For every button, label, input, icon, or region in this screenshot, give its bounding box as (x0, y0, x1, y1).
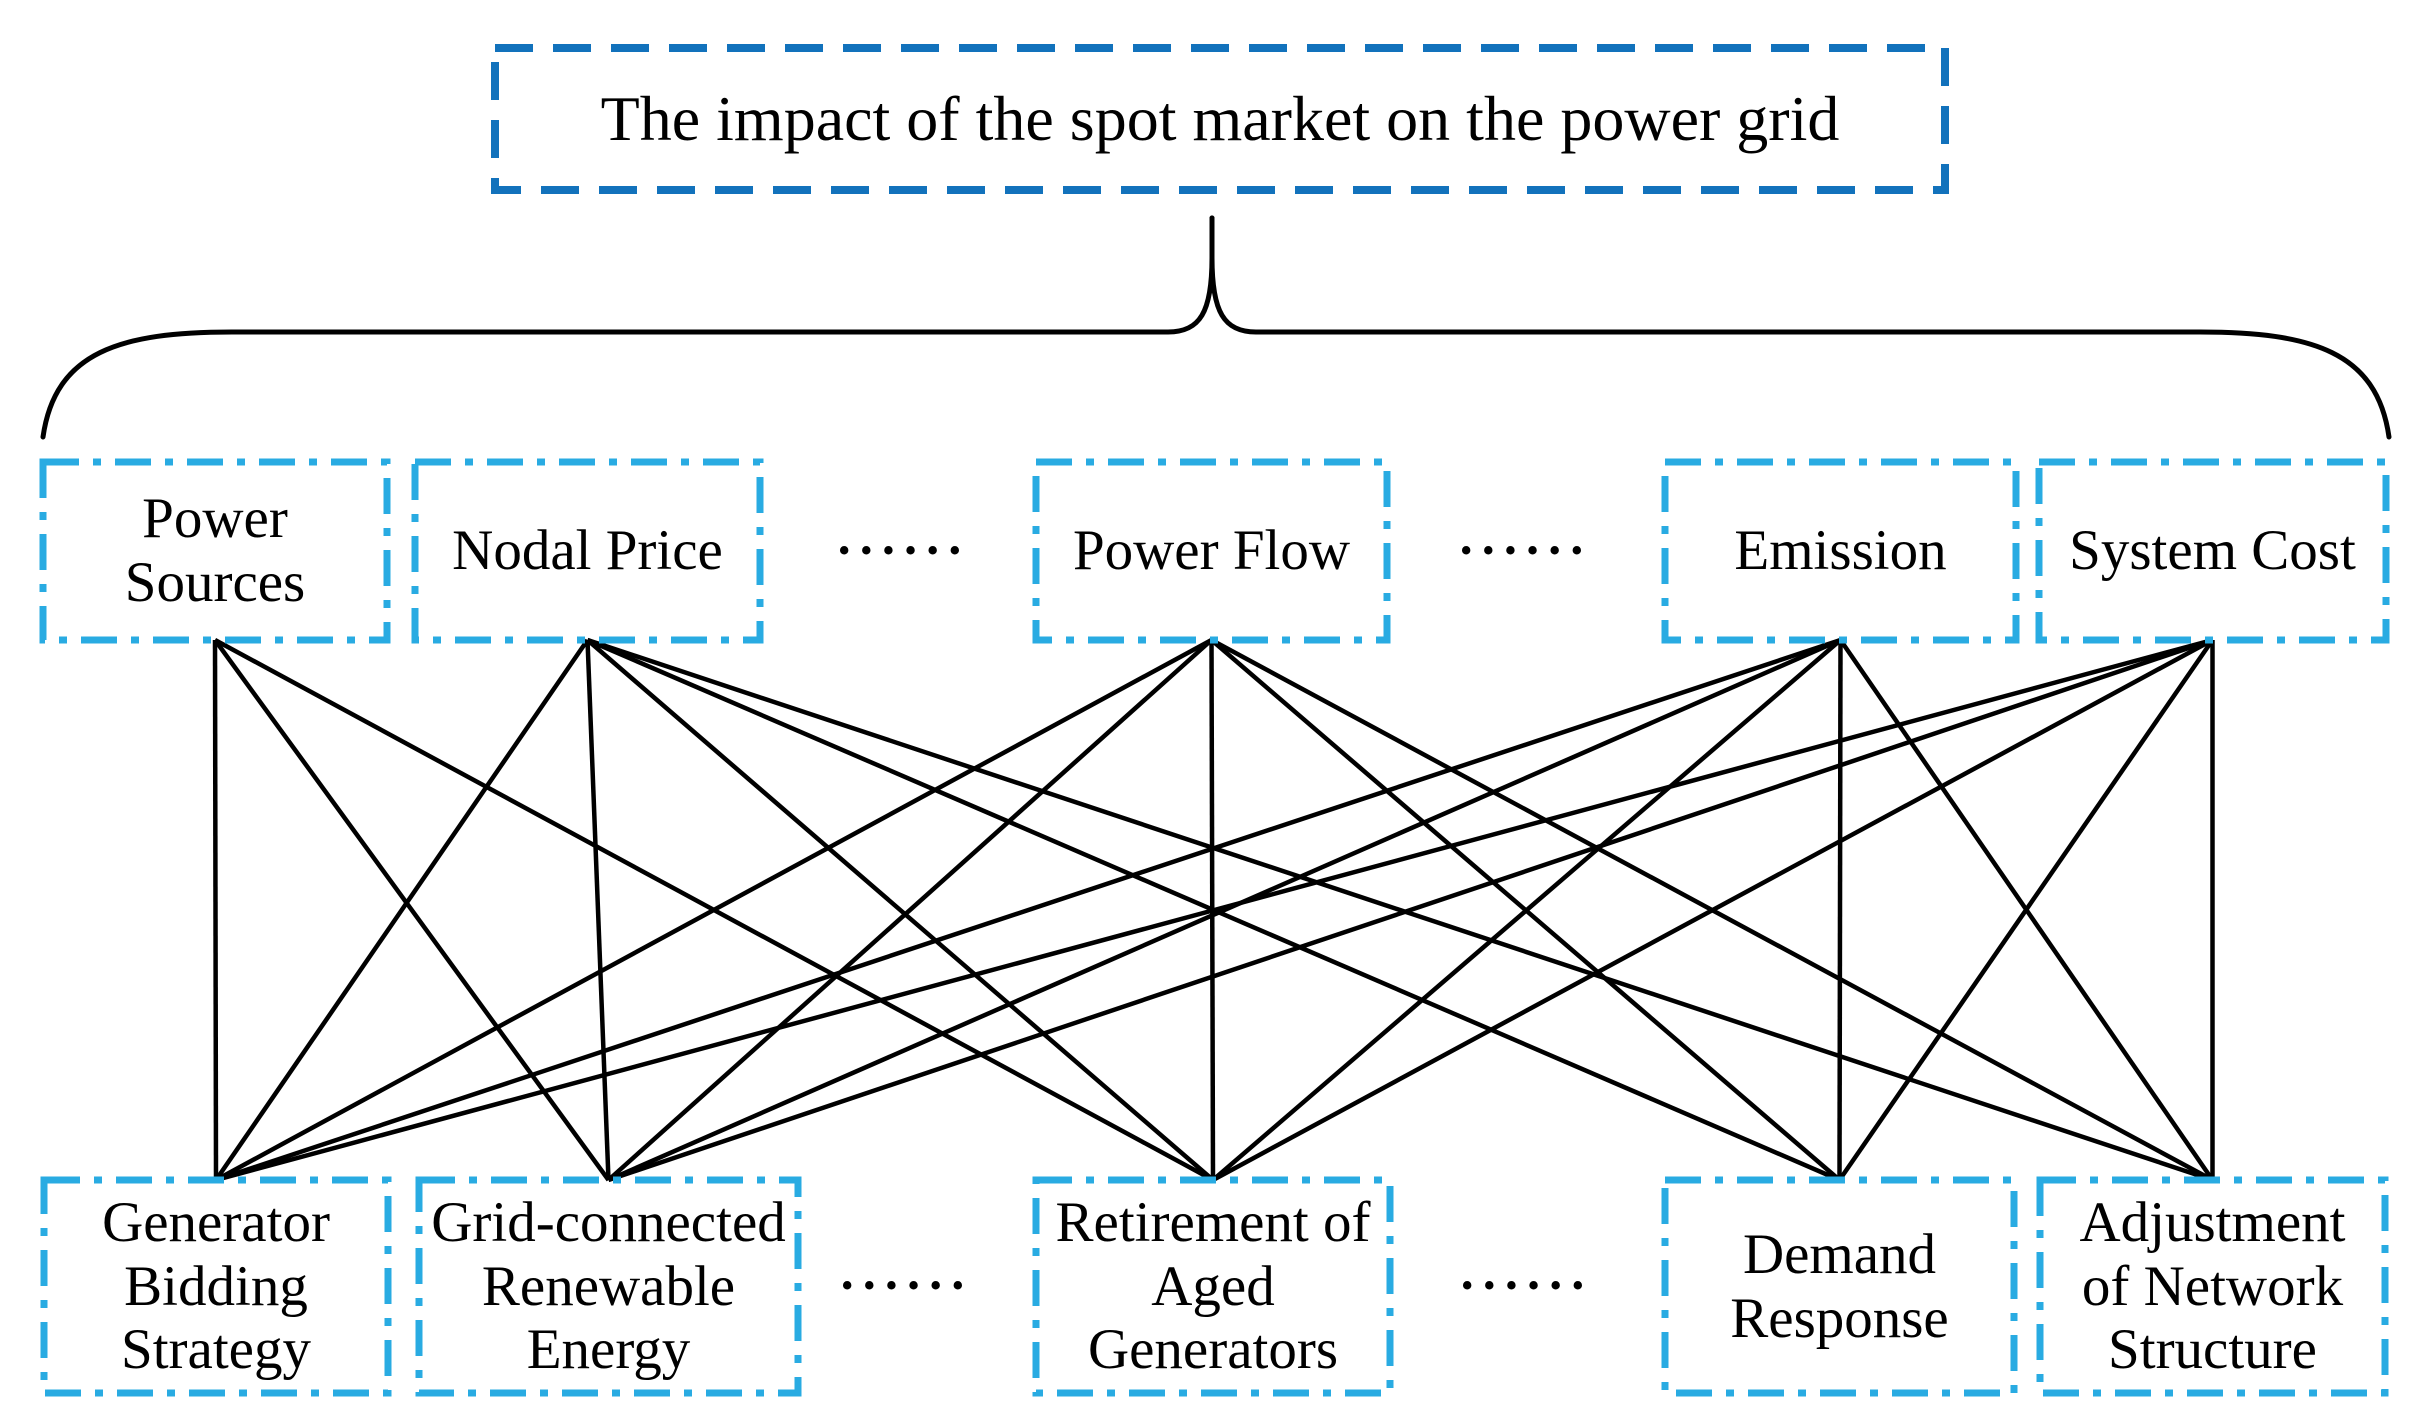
top-label-power-flow: Power Flow (1072, 519, 1351, 583)
bottom-label-generator-bidding-strategy: Generator Bidding Strategy (102, 1190, 330, 1382)
top-label-power-sources: Power Sources (124, 487, 306, 614)
bottom-box-retirement-aged-generators (1032, 1176, 1394, 1397)
connection-line (586, 638, 1215, 1182)
bottom-label-demand-response: Demand Response (1730, 1222, 1949, 1350)
top-box-power-flow (1032, 458, 1391, 644)
connection-line (214, 638, 1213, 1182)
top-label-emission: Emission (1734, 519, 1947, 583)
brace-left-half (40, 215, 1215, 440)
connection-line (1837, 638, 2215, 1182)
bottom-box-demand-response (1661, 1176, 2018, 1397)
top-box-nodal-price (411, 458, 764, 644)
bottom-label-grid-connected-renewable: Grid-connected Renewable Energy (431, 1190, 786, 1382)
connection-line (586, 637, 2214, 1183)
connection-line (215, 637, 2214, 1183)
connection-lines (212, 637, 2215, 1183)
ellipsis-top-left: •••••• (835, 534, 969, 568)
top-box-system-cost (2035, 458, 2390, 644)
connection-line (607, 637, 1842, 1183)
top-box-power-sources (39, 458, 391, 644)
connection-line (1211, 638, 2214, 1182)
connection-line (212, 639, 219, 1181)
bottom-label-adjustment-network-structure: Adjustment of Network Structure (2079, 1190, 2346, 1382)
connection-line (215, 637, 1842, 1183)
connection-line (607, 637, 2214, 1183)
top-label-system-cost: System Cost (2069, 519, 2356, 583)
top-box-emission (1661, 458, 2020, 644)
brace-right-half (1209, 215, 2392, 440)
ellipsis-bottom-left: •••••• (838, 1269, 972, 1303)
diagram-title: The impact of the spot market on the pow… (600, 83, 1840, 154)
connection-line (1837, 639, 1843, 1181)
ellipsis-bottom-right: •••••• (1458, 1269, 1592, 1303)
title-box (491, 44, 1949, 194)
bottom-label-retirement-aged-generators: Retirement of Aged Generators (1055, 1190, 1371, 1382)
connection-line (585, 639, 611, 1181)
top-label-nodal-price: Nodal Price (452, 519, 723, 583)
connection-line (214, 638, 590, 1182)
bottom-box-generator-bidding-strategy (40, 1176, 392, 1397)
connection-line (606, 638, 1214, 1182)
bottom-box-adjustment-network-structure (2036, 1176, 2389, 1397)
ellipsis-top-right: •••••• (1457, 534, 1591, 568)
bottom-box-grid-connected-renewable (415, 1176, 802, 1397)
connection-line (1211, 638, 1842, 1182)
